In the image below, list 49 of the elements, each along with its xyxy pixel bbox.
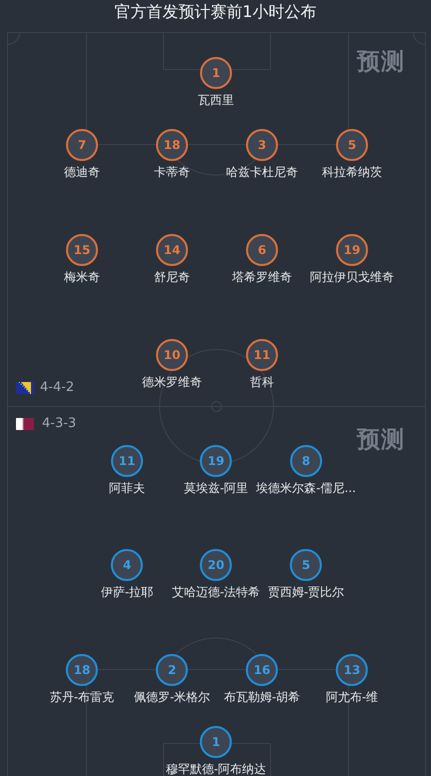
- player-name: 舒尼奇: [154, 270, 190, 285]
- player-marker: 3: [246, 129, 278, 161]
- player-name: 卡蒂奇: [154, 165, 190, 180]
- player-name: 伊萨-拉耶: [100, 585, 154, 600]
- stamp-text: 预测: [357, 49, 405, 75]
- player-name: 埃德米尔森-儒尼...: [256, 481, 356, 496]
- player-marker: 5: [336, 129, 368, 161]
- formation-label: 4-3-3: [42, 416, 76, 432]
- player-marker: 11: [111, 445, 143, 477]
- player-name: 阿尤布-维: [326, 690, 378, 705]
- player-name: 阿菲夫: [109, 481, 145, 496]
- player-marker: 19: [336, 234, 368, 266]
- player-marker: 2: [156, 654, 188, 686]
- player-name: 梅米奇: [64, 270, 100, 285]
- player-name: 哲科: [250, 375, 274, 390]
- player-name: 瓦西里: [198, 93, 234, 108]
- stamp-text: 预测: [357, 427, 405, 453]
- player-marker: 18: [156, 129, 188, 161]
- player-marker: 19: [200, 445, 232, 477]
- player-marker: 4: [111, 549, 143, 581]
- player-marker: 10: [156, 339, 188, 371]
- player-name: 穆罕默德-阿布纳达: [166, 762, 266, 776]
- player-name: 贾西姆-贾比尔: [268, 585, 344, 600]
- player-name: 布瓦勒姆-胡希: [224, 690, 300, 705]
- player-marker: 13: [336, 654, 368, 686]
- player-marker: 6: [246, 234, 278, 266]
- player-name: 苏丹-布雷克: [50, 690, 114, 705]
- player-name: 德米罗维奇: [142, 375, 202, 390]
- player-marker: 7: [66, 129, 98, 161]
- player-marker: 5: [290, 549, 322, 581]
- player-marker: 1: [200, 57, 232, 89]
- player-marker: 1: [200, 726, 232, 758]
- page-title: 官方首发预计赛前1小时公布: [114, 2, 317, 22]
- formation-label: 4-4-2: [40, 380, 74, 396]
- player-name: 阿拉伊贝戈维奇: [310, 270, 394, 285]
- player-name: 莫埃兹-阿里: [184, 481, 248, 496]
- player-marker: 11: [246, 339, 278, 371]
- player-name: 哈兹卡杜尼奇: [226, 165, 298, 180]
- player-marker: 18: [66, 654, 98, 686]
- player-name: 塔希罗维奇: [232, 270, 292, 285]
- player-name: 艾哈迈德-法特希: [172, 585, 260, 600]
- player-name: 佩德罗-米格尔: [134, 690, 210, 705]
- player-marker: 15: [66, 234, 98, 266]
- player-name: 德迪奇: [64, 165, 100, 180]
- player-marker: 8: [290, 445, 322, 477]
- player-name: 科拉希纳茨: [322, 165, 382, 180]
- player-marker: 14: [156, 234, 188, 266]
- player-marker: 20: [200, 549, 232, 581]
- player-marker: 16: [246, 654, 278, 686]
